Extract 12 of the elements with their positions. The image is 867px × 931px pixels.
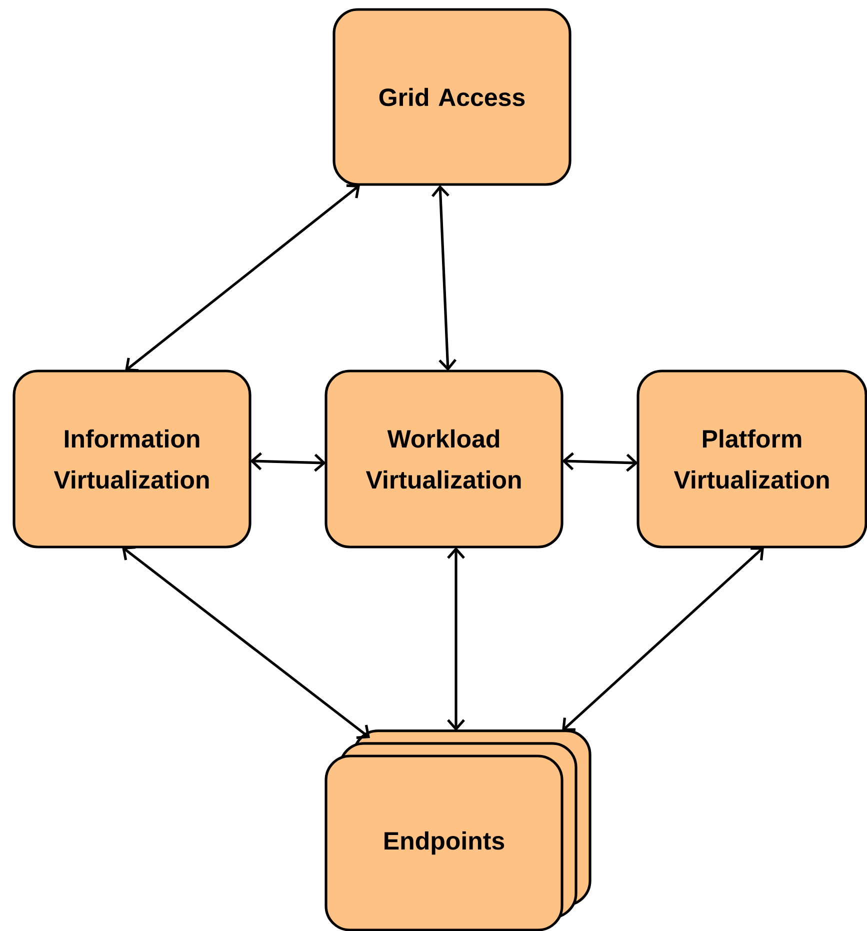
arrow (562, 452, 638, 472)
process-box: Platform Virtualization (636, 370, 867, 548)
process-box: Information Virtualization (12, 370, 252, 548)
arrow (562, 547, 764, 731)
arrow (431, 185, 457, 371)
arrow (447, 547, 465, 732)
stacked-box: Endpoints (324, 730, 592, 931)
arrow (122, 546, 370, 739)
arrow (250, 452, 326, 472)
process-box: Grid Access (332, 8, 572, 186)
process-box: Workload Virtualization (324, 370, 564, 548)
arrow (125, 184, 360, 372)
